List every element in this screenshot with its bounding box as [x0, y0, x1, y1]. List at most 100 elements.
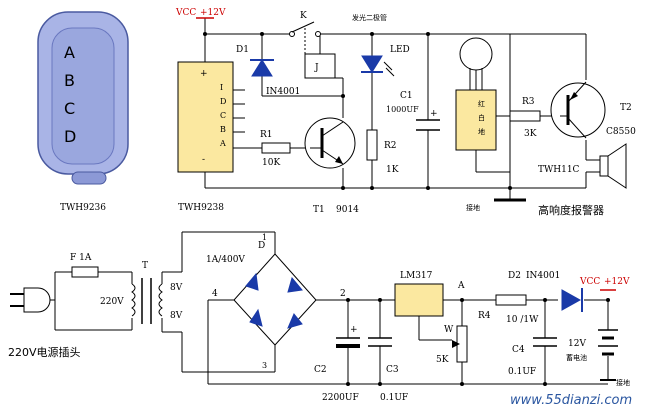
resistor-r2: R2 1K — [366, 129, 399, 175]
receiver-pin-a: A — [219, 139, 226, 148]
transformer-t: T 220V 8V 8V — [100, 261, 183, 324]
plug-icon: 220V电源插头 — [8, 287, 81, 359]
power-wires — [50, 231, 609, 385]
t2-value: C8550 — [606, 127, 636, 137]
t1-label: T1 — [313, 205, 325, 215]
bridge-label: D — [258, 241, 265, 251]
siren-chip-label: TWH11C — [538, 165, 580, 175]
siren-wire-ground: 地 — [478, 127, 485, 136]
c4-value: 0.1UF — [508, 367, 536, 377]
capacitor-c4: C4 0.1UF — [508, 337, 557, 377]
led-note: 发光二极管 — [352, 13, 387, 22]
regulator-label: LM317 — [400, 271, 433, 281]
ground-top-label: 接地 — [466, 203, 480, 212]
vcc-value-bottom: +12V — [604, 277, 630, 287]
transistor-t1: T1 9014 — [304, 117, 359, 215]
r2-label: R2 — [384, 141, 397, 151]
battery-voltage: 12V — [568, 339, 586, 349]
receiver-module: + - I D C B A TWH9238 — [177, 61, 234, 213]
switch-k: K — [289, 11, 321, 54]
diode-d2: D2 IN4001 — [508, 271, 583, 312]
plug-label: 220V电源插头 — [8, 345, 81, 359]
siren-wire-red: 红 — [478, 99, 485, 108]
d2-value: IN4001 — [526, 271, 560, 281]
d2-label: D2 — [508, 271, 521, 281]
fuse-label: F 1A — [70, 253, 92, 263]
ground-bottom-label: 接地 — [616, 378, 630, 387]
bridge-pin-4: 4 — [212, 289, 218, 299]
receiver-minus: - — [202, 155, 205, 165]
c3-value: 0.1UF — [380, 393, 408, 403]
resistor-r1: R1 10K — [260, 130, 291, 168]
r2-value: 1K — [386, 165, 399, 175]
d1-label: D1 — [236, 45, 249, 55]
r4-label: R4 — [478, 311, 491, 321]
c2-value: 2200UF — [322, 393, 359, 403]
siren-title: 高响度报警器 — [538, 203, 604, 217]
bridge-pin-3: 3 — [262, 361, 267, 370]
capacitor-c3: C3 0.1UF — [368, 337, 408, 403]
node-a-label: A — [457, 281, 465, 291]
receiver-pin-c: C — [220, 111, 226, 120]
resistor-r4: R4 10 /1W — [478, 294, 539, 325]
relay-j: J — [304, 53, 336, 79]
transistor-t2: T2 C8550 — [550, 81, 636, 139]
top-junctions — [203, 32, 512, 190]
diode-d1: D1 IN4001 — [236, 45, 300, 97]
secondary-voltage-bottom: 8V — [170, 311, 183, 321]
secondary-voltage-top: 8V — [170, 283, 183, 293]
led-label: LED — [390, 45, 410, 55]
w-label: W — [444, 325, 454, 335]
battery: 12V 蓄电池 — [566, 329, 618, 362]
remote-button-c: C — [64, 99, 75, 118]
r4-value: 10 /1W — [506, 315, 539, 325]
power-junctions — [346, 298, 610, 386]
watermark: www.55dianzi.com — [510, 393, 632, 408]
switch-label: K — [300, 11, 307, 21]
capacitor-c2: + C2 2200UF — [314, 325, 360, 403]
receiver-plus: + — [200, 69, 208, 79]
transformer-label: T — [142, 261, 148, 271]
led: 发光二极管 LED — [352, 13, 410, 77]
r3-value: 3K — [524, 129, 537, 139]
r1-value: 10K — [262, 158, 280, 168]
t2-label: T2 — [620, 103, 632, 113]
battery-label: 蓄电池 — [566, 353, 587, 362]
potentiometer-w: W 5K A — [436, 281, 468, 365]
c3-label: C3 — [386, 365, 399, 375]
r3-label: R3 — [522, 97, 535, 107]
t1-value: 9014 — [336, 205, 359, 215]
bridge-value: 1A/400V — [206, 255, 245, 265]
ground-top: 接地 — [466, 198, 526, 212]
vcc-value-top: +12V — [200, 8, 226, 18]
top-circuit-wires — [204, 18, 600, 200]
bridge-rectifier: D 1A/400V 1 2 3 4 — [206, 233, 346, 370]
remote-control: A B C D TWH9236 — [37, 11, 129, 213]
speaker-icon — [599, 143, 627, 189]
ground-bottom: 接地 — [600, 378, 630, 387]
receiver-label: TWH9238 — [178, 203, 224, 213]
c1-label: C1 — [400, 91, 413, 101]
c1-plus: + — [430, 109, 438, 119]
capacitor-c1: + C1 1000UF — [386, 91, 440, 131]
siren-module: 红 白 地 — [455, 89, 497, 151]
siren-wire-white: 白 — [478, 113, 485, 122]
remote-button-a: A — [64, 43, 75, 62]
primary-voltage: 220V — [100, 297, 124, 307]
fuse-f1: F 1A — [70, 253, 99, 278]
bridge-pin-2: 2 — [340, 289, 346, 299]
remote-button-d: D — [64, 127, 76, 146]
d1-value: IN4001 — [266, 87, 300, 97]
relay-label: J — [314, 63, 319, 73]
c4-label: C4 — [512, 345, 525, 355]
c2-label: C2 — [314, 365, 327, 375]
vcc-label-bottom: VCC — [579, 277, 600, 287]
c1-value: 1000UF — [386, 105, 419, 114]
receiver-pin-b: B — [220, 125, 226, 134]
remote-label: TWH9236 — [60, 203, 106, 213]
r1-label: R1 — [260, 130, 273, 140]
regulator-lm317: LM317 — [394, 271, 444, 317]
receiver-pin-d: D — [220, 97, 226, 106]
w-value: 5K — [436, 355, 449, 365]
